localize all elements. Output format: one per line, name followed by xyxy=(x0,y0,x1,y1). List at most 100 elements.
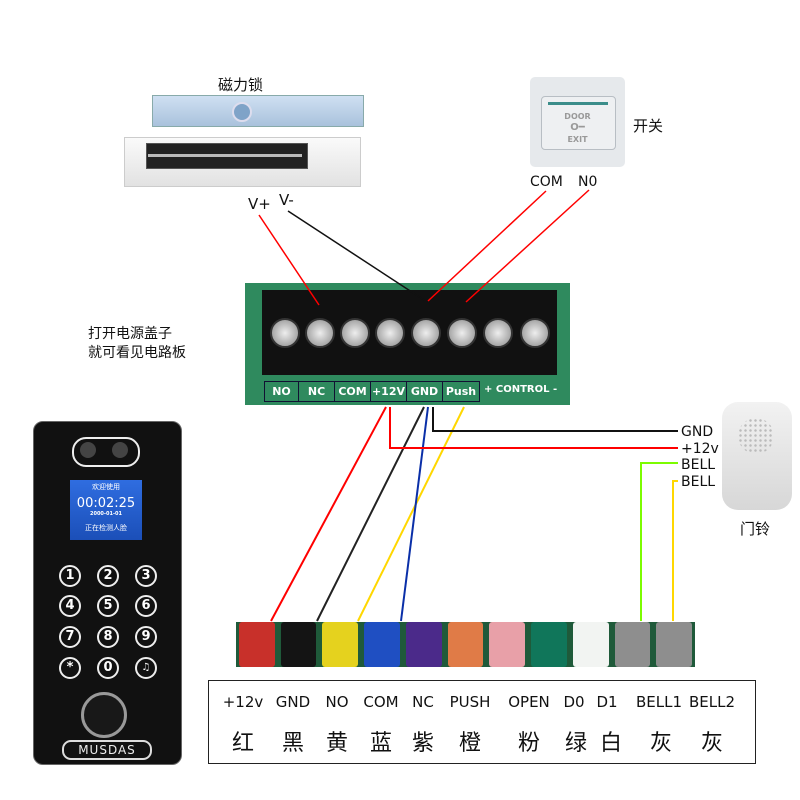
terminal-screw xyxy=(305,318,335,348)
exit-switch-door-text: DOOR xyxy=(564,112,591,121)
color-label: 紫 xyxy=(411,731,434,756)
bell-pin-bell2: BELL xyxy=(681,474,716,490)
camera-module xyxy=(72,437,140,467)
bell-pin-gnd: GND xyxy=(681,424,714,440)
wire-no xyxy=(357,406,465,622)
signal-label: NO xyxy=(325,693,349,711)
lock-label: 磁力锁 xyxy=(218,76,264,94)
switch-com-label: COM xyxy=(530,174,563,190)
terminal-label-12v: +12V xyxy=(370,381,407,402)
color-label: 橙 xyxy=(458,731,481,756)
key-icon: O━ xyxy=(570,122,585,133)
wire-bell-12v xyxy=(389,407,678,449)
wire-color-table: +12v 红 GND 黑 NO 黄 COM 蓝 NC 紫 PUSH 橙 OPEN 粉 D0 绿 D1 白 BELL1… xyxy=(208,680,756,764)
exit-switch-button xyxy=(541,96,616,150)
lock-plate-hole xyxy=(232,102,252,122)
board-note: 打开电源盖子 就可看见电路板 xyxy=(88,325,186,363)
lock-v-minus-label: V- xyxy=(279,191,294,209)
lock-armature-plate xyxy=(152,95,364,127)
lock-magnet-strip xyxy=(148,154,302,157)
exit-switch-indicator xyxy=(548,102,608,105)
key-0[interactable]: 0 xyxy=(97,657,119,679)
key-star[interactable]: * xyxy=(59,657,81,679)
wire-com xyxy=(400,406,429,622)
color-label: 蓝 xyxy=(369,731,392,756)
terminal-screw xyxy=(447,318,477,348)
signal-label: OPEN xyxy=(508,693,550,711)
key-9[interactable]: 9 xyxy=(135,626,157,648)
terminal-screw xyxy=(483,318,513,348)
board-note-line1: 打开电源盖子 xyxy=(88,326,172,342)
lock-v-plus-label: V+ xyxy=(248,195,271,213)
color-label: 灰 xyxy=(649,731,672,756)
wire-color-4 xyxy=(405,622,442,667)
wire-color-3 xyxy=(364,622,400,667)
wire-harness xyxy=(236,622,695,667)
signal-label: GND xyxy=(275,693,311,711)
wire-color-8 xyxy=(572,622,609,667)
wire-color-1 xyxy=(280,622,317,667)
device-screen: 欢迎使用 00:02:25 2000-01-01 正在检测人脸 xyxy=(70,480,142,540)
screen-date: 2000-01-01 xyxy=(90,511,122,517)
signal-label: +12v xyxy=(222,693,264,711)
terminal-label-no: NO xyxy=(264,381,299,402)
fingerprint-sensor xyxy=(81,692,127,738)
terminal-screw xyxy=(340,318,370,348)
terminal-label-control: + CONTROL - xyxy=(484,384,558,395)
key-7[interactable]: 7 xyxy=(59,626,81,648)
key-2[interactable]: 2 xyxy=(97,565,119,587)
key-6[interactable]: 6 xyxy=(135,595,157,617)
wire-color-0 xyxy=(239,622,275,667)
doorbell-label: 门铃 xyxy=(740,520,771,538)
signal-label: COM xyxy=(363,693,399,711)
bell-pin-12v: +12v xyxy=(681,441,719,457)
exit-switch-exit-text: EXIT xyxy=(567,135,588,144)
key-8[interactable]: 8 xyxy=(97,626,119,648)
wire-bell2 xyxy=(672,480,678,621)
signal-label: BELL2 xyxy=(688,693,736,711)
terminal-screw xyxy=(375,318,405,348)
key-4[interactable]: 4 xyxy=(59,595,81,617)
signal-label: D1 xyxy=(596,693,618,711)
wire-color-6 xyxy=(489,622,526,667)
terminal-label-nc: NC xyxy=(298,381,335,402)
wire-12v xyxy=(270,406,387,622)
wire-bell-gnd xyxy=(432,407,678,432)
device-brand-logo: MUSDAS xyxy=(62,740,152,760)
wire-color-7 xyxy=(531,622,567,667)
signal-label: D0 xyxy=(563,693,585,711)
exit-switch-label: 开关 xyxy=(633,117,664,135)
camera-lens-icon xyxy=(112,442,128,458)
key-1[interactable]: 1 xyxy=(59,565,81,587)
terminal-label-gnd: GND xyxy=(406,381,443,402)
key-bell-icon[interactable]: ♫ xyxy=(135,657,157,679)
terminal-screw xyxy=(520,318,550,348)
board-note-line2: 就可看见电路板 xyxy=(88,345,186,361)
wire-gnd xyxy=(316,406,425,622)
color-label: 红 xyxy=(231,731,254,756)
color-label: 白 xyxy=(599,731,622,756)
screen-status: 正在检测人脸 xyxy=(85,524,127,532)
bell-pin-bell1: BELL xyxy=(681,457,716,473)
key-5[interactable]: 5 xyxy=(97,595,119,617)
camera-lens-icon xyxy=(80,442,96,458)
doorbell-speaker-grille xyxy=(738,418,774,454)
signal-label: NC xyxy=(412,693,434,711)
color-label: 绿 xyxy=(564,731,587,756)
wire-color-10 xyxy=(656,622,693,667)
color-label: 黑 xyxy=(281,731,304,756)
signal-label: PUSH xyxy=(449,693,491,711)
wire-color-2 xyxy=(322,622,359,667)
color-label: 粉 xyxy=(517,731,540,756)
terminal-label-com: COM xyxy=(334,381,371,402)
terminal-screw xyxy=(270,318,300,348)
wire-color-5 xyxy=(447,622,484,667)
signal-label: BELL1 xyxy=(635,693,683,711)
terminal-screw xyxy=(411,318,441,348)
wire-color-9 xyxy=(614,622,651,667)
wire-bell1 xyxy=(640,462,678,621)
color-label: 黄 xyxy=(325,731,348,756)
screen-time: 00:02:25 xyxy=(76,496,136,511)
key-3[interactable]: 3 xyxy=(135,565,157,587)
screen-welcome: 欢迎使用 xyxy=(92,483,120,491)
